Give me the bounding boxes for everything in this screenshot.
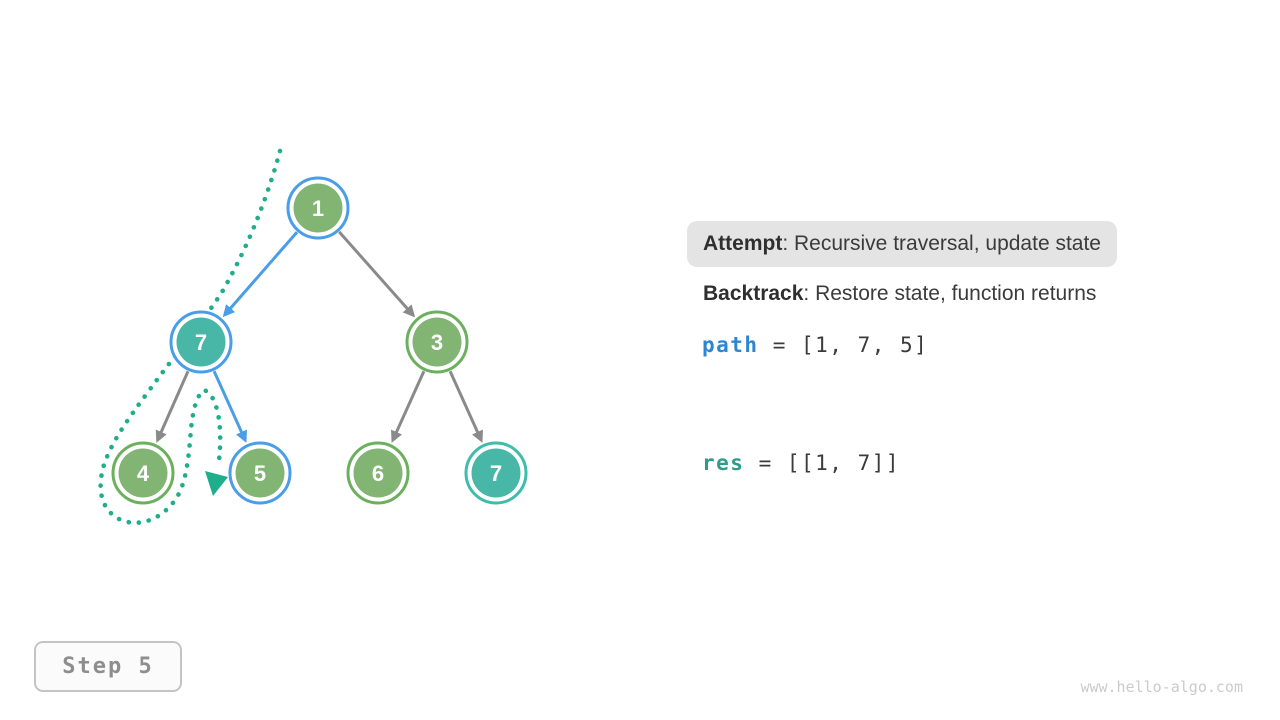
res-variable-line: res = [[1, 7]]: [702, 451, 900, 475]
node-5-value: 5: [254, 461, 266, 486]
tree-node-4: 4: [111, 441, 175, 505]
step-badge-label: Step 5: [62, 654, 154, 679]
node-7-right-value: 7: [490, 461, 502, 486]
path-variable-value: = [1, 7, 5]: [758, 333, 929, 357]
res-variable-name: res: [702, 451, 745, 475]
tree-node-3: 3: [405, 310, 469, 374]
edge-3-7: [448, 370, 483, 443]
tree-node-7-left: 7: [169, 310, 233, 374]
tree-node-6: 6: [346, 441, 410, 505]
watermark: www.hello-algo.com: [1080, 678, 1243, 696]
node-1-value: 1: [312, 196, 324, 221]
edge-1-7: [222, 231, 299, 318]
edge-7-4: [155, 370, 190, 443]
node-6-value: 6: [372, 461, 384, 486]
edge-7-5: [212, 370, 247, 443]
path-variable-line: path = [1, 7, 5]: [702, 333, 928, 357]
tree-node-1: 1: [286, 176, 350, 240]
edge-3-6: [391, 370, 426, 443]
backtrack-text: : Restore state, function returns: [803, 282, 1097, 305]
edge-1-3: [338, 230, 416, 318]
attempt-callout: Attempt: Recursive traversal, update sta…: [687, 221, 1117, 267]
backtrack-label: Backtrack: [703, 282, 804, 305]
tree-node-5: 5: [228, 441, 292, 505]
node-4-value: 4: [137, 461, 150, 486]
node-7-left-value: 7: [195, 330, 207, 355]
step-badge: Step 5: [34, 641, 182, 692]
traversal-trace-path: [98, 148, 283, 526]
attempt-text: : Recursive traversal, update state: [782, 232, 1101, 255]
attempt-label: Attempt: [703, 232, 783, 255]
res-variable-value: = [[1, 7]]: [744, 451, 901, 475]
path-variable-name: path: [702, 333, 759, 357]
backtrack-callout: Backtrack: Restore state, function retur…: [703, 282, 1096, 306]
tree-node-7-right: 7: [464, 441, 528, 505]
node-3-value: 3: [431, 330, 443, 355]
traversal-trace-arrowhead: [205, 471, 228, 496]
